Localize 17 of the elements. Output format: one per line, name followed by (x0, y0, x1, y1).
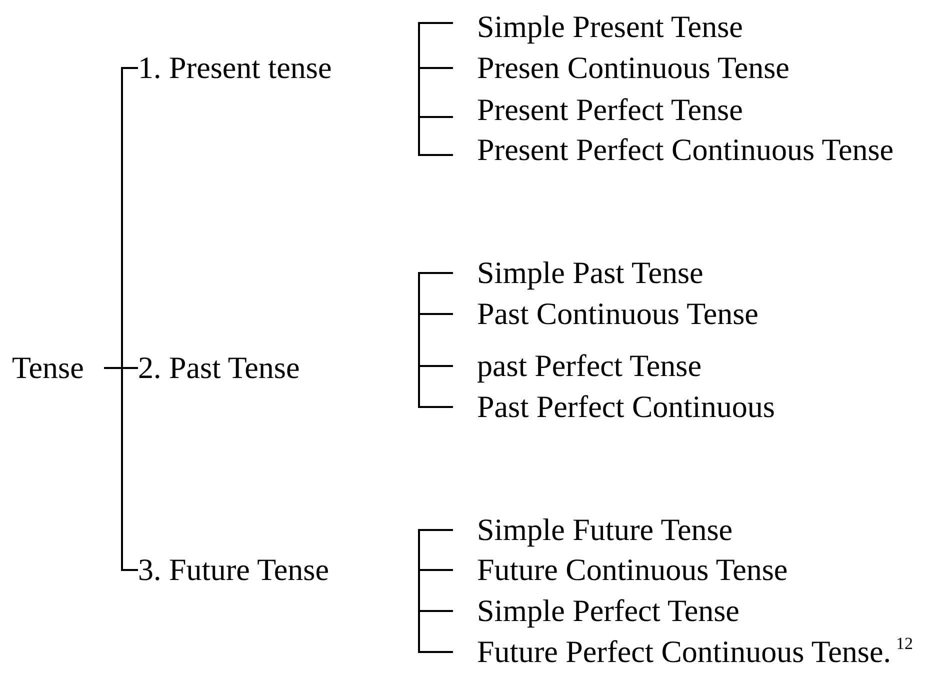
branch-label: 3. Future Tense (138, 552, 329, 588)
leaf-label: Presen Continuous Tense (477, 50, 790, 86)
leaf-label: Simple Perfect Tense (477, 593, 740, 629)
leaf-label: Present Perfect Continuous Tense (477, 132, 894, 168)
leaf-label: Future Continuous Tense (477, 552, 788, 588)
branch-label: 1. Present tense (138, 50, 332, 86)
connector-line (104, 367, 138, 571)
leaf-label: past Perfect Tense (477, 348, 702, 384)
leaf-label: Simple Past Tense (477, 255, 704, 291)
leaf-label: Present Perfect Tense (477, 92, 743, 128)
leaf-label: Past Continuous Tense (477, 296, 758, 332)
leaf-label: Simple Future Tense (477, 512, 733, 548)
root-label: Tense (12, 350, 84, 386)
branch-label: 2. Past Tense (138, 350, 300, 386)
leaf-label: Future Perfect Continuous Tense.$^{12}$ (477, 634, 913, 670)
leaf-label: Simple Present Tense (477, 9, 743, 45)
leaf-label: Past Perfect Continuous (477, 389, 775, 425)
